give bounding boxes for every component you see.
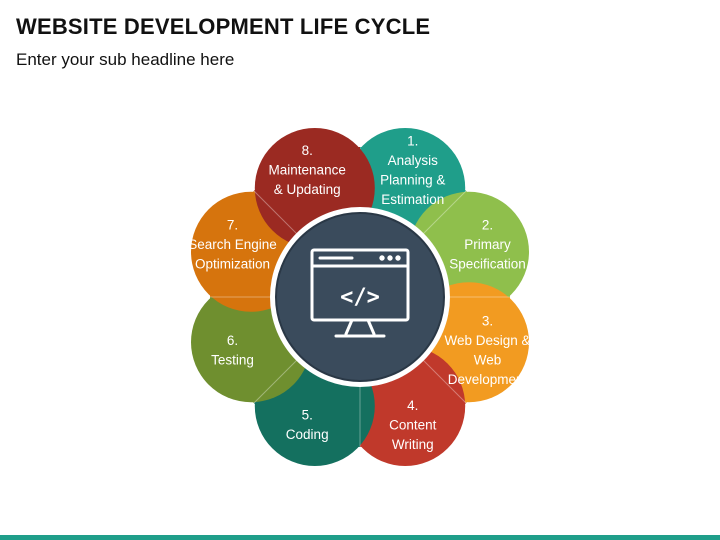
segment-text-line: Content (389, 418, 437, 433)
segment-text-line: Optimization (195, 257, 270, 272)
segment-label-6: 6. Testing (211, 333, 254, 368)
web-code-monitor-icon (310, 248, 410, 338)
segment-text-line: Development (448, 372, 528, 387)
segment-text-line: Planning & (380, 172, 445, 187)
segment-text-line: Testing (211, 353, 254, 368)
segment-label-8: 8. Maintenance & Updating (269, 143, 346, 197)
segment-text-line: Writing (392, 437, 434, 452)
segment-number: 3. (482, 314, 493, 329)
segment-text-line: Coding (286, 427, 329, 442)
segment-text-line: Maintenance (269, 163, 346, 178)
segment-text-line: Estimation (381, 192, 444, 207)
segment-number: 4. (407, 398, 418, 413)
page-subtitle: Enter your sub headline here (16, 50, 235, 69)
segment-number: 7. (227, 218, 238, 233)
segment-number: 6. (227, 333, 238, 348)
segment-number: 2. (482, 218, 493, 233)
segment-text-line: Web Design & (444, 333, 530, 348)
segment-text-line: Search Engine (188, 237, 277, 252)
segment-text-line: Primary (464, 237, 511, 252)
center-hub: </> (270, 207, 450, 387)
page-title: WEBSITE DEVELOPMENT LIFE CYCLE (16, 14, 431, 39)
segment-label-5: 5. Coding (286, 408, 329, 443)
bottom-accent-bar (0, 535, 720, 540)
segment-text-line: Analysis (388, 153, 439, 168)
segment-number: 5. (302, 408, 313, 423)
segment-text-line: & Updating (274, 182, 341, 197)
segment-text-line: Web (474, 353, 502, 368)
code-symbol: </> (340, 285, 380, 310)
segment-number: 1. (407, 133, 418, 148)
segment-number: 8. (302, 143, 313, 158)
segment-text-line: Specification (449, 257, 526, 272)
